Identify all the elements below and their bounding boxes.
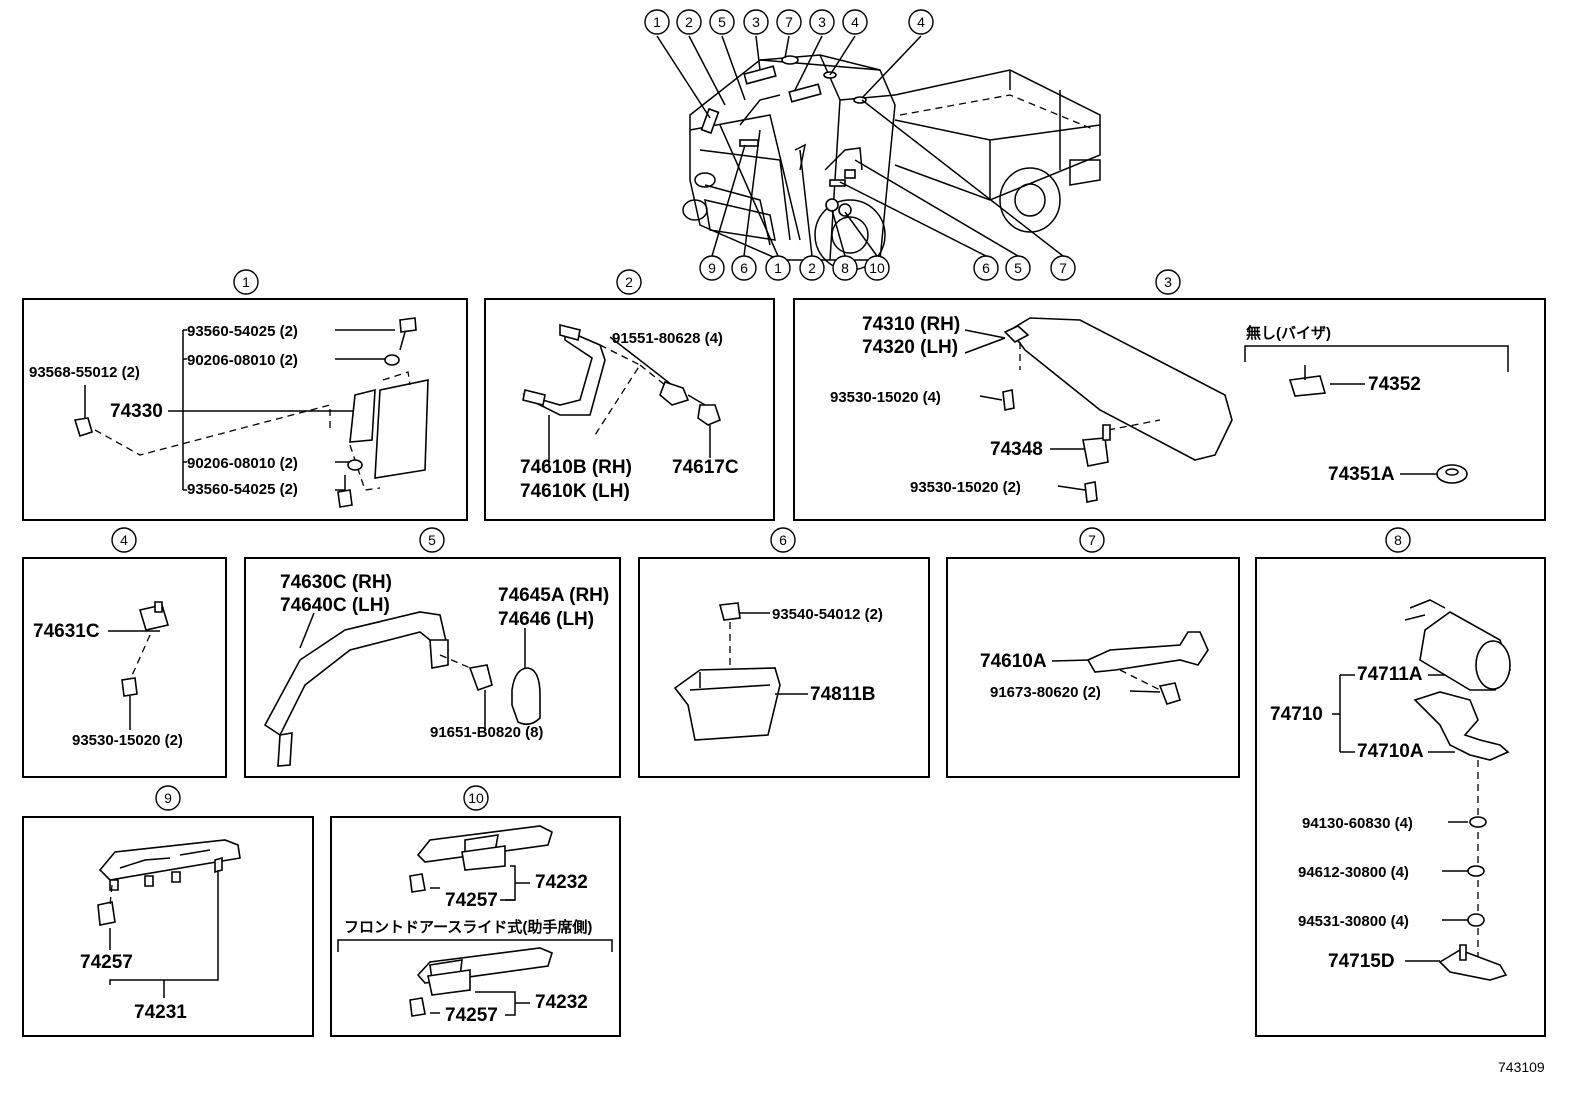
panel-1: 1 93560-54025 (2) 90206-08010 (2) 93568-… bbox=[22, 269, 468, 521]
callout: 3 bbox=[818, 14, 826, 30]
panel-number: 1 bbox=[242, 274, 250, 290]
panel-number: 3 bbox=[1164, 274, 1172, 290]
panel-3: 3 74310 (RH) 74320 (LH) 93530-15020 (4) … bbox=[793, 269, 1546, 521]
panel-2: 2 91551-80628 (4) 74610B (RH) 74610K (LH… bbox=[484, 269, 775, 521]
callout: 10 bbox=[869, 260, 885, 276]
callout: 1 bbox=[653, 14, 661, 30]
part-label: 93530-15020 (2) bbox=[910, 479, 1021, 496]
part-label: 74610A bbox=[980, 651, 1047, 672]
part-label: 90206-08010 (2) bbox=[187, 455, 298, 472]
callout: 2 bbox=[808, 260, 816, 276]
panel-8: 8 74711A 74710 74710A 94130-60830 (4) 94… bbox=[1255, 527, 1546, 1037]
part-label: 74811B bbox=[810, 684, 876, 705]
panel-number: 7 bbox=[1088, 532, 1096, 548]
callout: 3 bbox=[752, 14, 760, 30]
part-label: フロントドアースライド式(助手席側) bbox=[344, 918, 592, 936]
part-label: 74232 bbox=[535, 992, 588, 1013]
part-label: 74710A bbox=[1357, 741, 1424, 762]
part-label: 74710 bbox=[1270, 704, 1323, 725]
panel-number: 6 bbox=[779, 532, 787, 548]
callout: 4 bbox=[851, 14, 859, 30]
callout: 1 bbox=[774, 260, 782, 276]
overview-leaders bbox=[656, 35, 1064, 257]
part-label: 74630C (RH) bbox=[280, 572, 392, 593]
part-label: 74320 (LH) bbox=[862, 337, 958, 358]
panel-7: 7 74610A 91673-80620 (2) bbox=[946, 527, 1240, 778]
panel-number: 10 bbox=[468, 790, 484, 806]
part-label: 74631C bbox=[33, 621, 100, 642]
callout: 8 bbox=[841, 260, 849, 276]
part-label: 74257 bbox=[445, 890, 498, 911]
figure-id: 743109 bbox=[1498, 1059, 1545, 1075]
panel-number: 9 bbox=[164, 790, 172, 806]
part-label: 74711A bbox=[1357, 664, 1423, 685]
part-label: 91651-B0820 (8) bbox=[430, 724, 543, 741]
callout: 5 bbox=[718, 14, 726, 30]
part-label: 93530-15020 (4) bbox=[830, 389, 941, 406]
panel-number: 2 bbox=[625, 274, 633, 290]
part-label: 無し(バイザ) bbox=[1246, 324, 1331, 342]
overview-callouts-bottom: 9 6 1 2 8 10 6 5 7 bbox=[699, 255, 1076, 281]
part-label: 74645A (RH) bbox=[498, 585, 609, 606]
part-label: 93560-54025 (2) bbox=[187, 481, 298, 498]
part-label: 74231 bbox=[134, 1002, 187, 1023]
part-label: 93568-55012 (2) bbox=[29, 364, 140, 381]
part-label: 90206-08010 (2) bbox=[187, 352, 298, 369]
callout: 5 bbox=[1014, 260, 1022, 276]
part-label: 74330 bbox=[110, 401, 163, 422]
part-label: 74348 bbox=[990, 439, 1043, 460]
part-label: 74715D bbox=[1328, 951, 1395, 972]
part-label: 93560-54025 (2) bbox=[187, 323, 298, 340]
panel-10: 10 74257 74232 フロントドアースライド式(助手席側) 74257 … bbox=[330, 785, 621, 1037]
panel-9: 9 74257 74231 bbox=[22, 785, 314, 1037]
part-label: 74257 bbox=[445, 1005, 498, 1026]
part-label: 74617C bbox=[672, 457, 739, 478]
part-label: 74352 bbox=[1368, 374, 1421, 395]
part-label: 93530-15020 (2) bbox=[72, 732, 183, 749]
panel-4: 4 74631C 93530-15020 (2) bbox=[22, 527, 227, 778]
panel-6: 6 93540-54012 (2) 74811B bbox=[638, 527, 930, 778]
part-label: 93540-54012 (2) bbox=[772, 606, 883, 623]
part-label: 74646 (LH) bbox=[498, 609, 594, 630]
callout: 6 bbox=[740, 260, 748, 276]
callout: 9 bbox=[708, 260, 716, 276]
part-label: 74640C (LH) bbox=[280, 595, 390, 616]
callout: 6 bbox=[982, 260, 990, 276]
part-label: 74610K (LH) bbox=[520, 481, 630, 502]
part-label: 94130-60830 (4) bbox=[1302, 815, 1413, 832]
callout: 7 bbox=[1059, 260, 1067, 276]
part-label: 74310 (RH) bbox=[862, 314, 960, 335]
truck-overview bbox=[682, 54, 1101, 271]
panel-number: 4 bbox=[120, 532, 128, 548]
part-label: 94531-30800 (4) bbox=[1298, 913, 1409, 930]
panel-5: 5 74630C (RH) 74640C (LH) 74645A (RH) 74… bbox=[244, 527, 621, 778]
callout: 7 bbox=[785, 14, 793, 30]
part-label: 91673-80620 (2) bbox=[990, 684, 1101, 701]
part-label: 94612-30800 (4) bbox=[1298, 864, 1409, 881]
part-label: 91551-80628 (4) bbox=[612, 330, 723, 347]
part-label: 74257 bbox=[80, 952, 133, 973]
overview-callouts-top: 1 2 5 3 7 3 4 4 bbox=[644, 9, 934, 35]
panel-number: 5 bbox=[428, 532, 436, 548]
callout: 2 bbox=[685, 14, 693, 30]
part-label: 74610B (RH) bbox=[520, 457, 632, 478]
callout: 4 bbox=[917, 14, 925, 30]
panel-number: 8 bbox=[1394, 532, 1402, 548]
part-label: 74232 bbox=[535, 872, 588, 893]
part-label: 74351A bbox=[1328, 464, 1395, 485]
